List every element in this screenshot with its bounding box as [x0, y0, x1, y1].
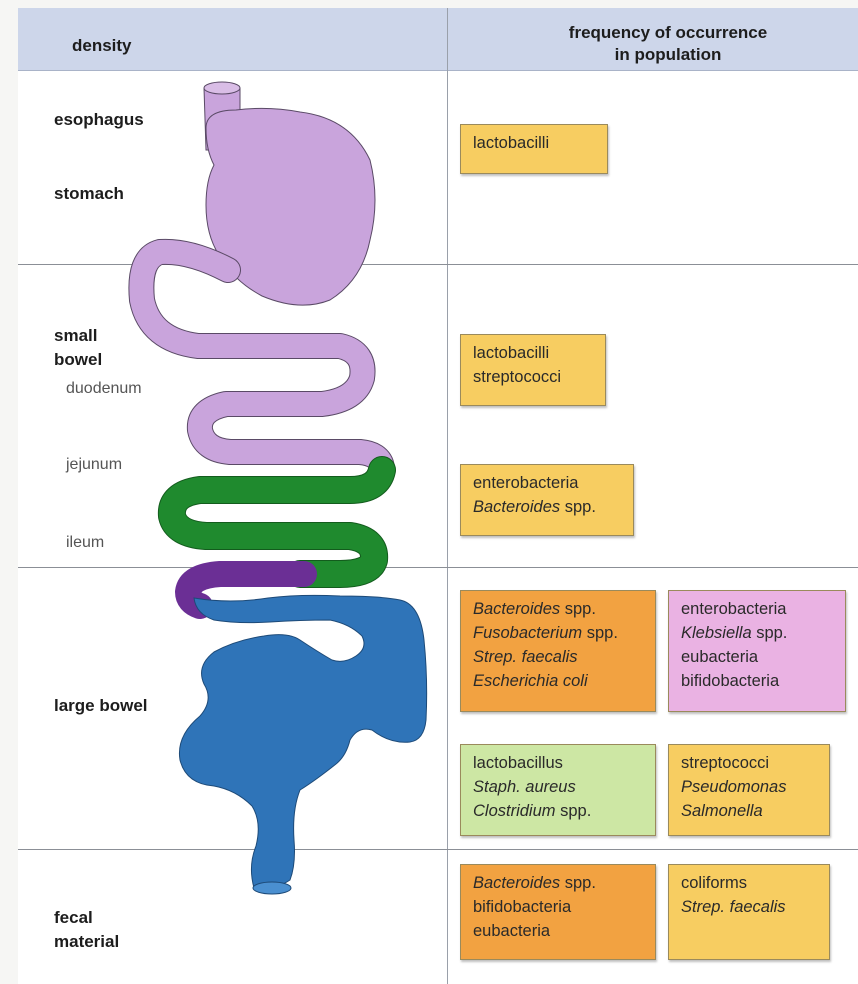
label-small-bowel: small bowel: [54, 324, 102, 372]
box-fecal-a-line1: Bacteroides spp.: [473, 871, 655, 895]
label-duodenum: duodenum: [66, 380, 142, 398]
box-large-a-line3: Strep. faecalis: [473, 645, 655, 669]
box-large-b-line4: bifidobacteria: [681, 669, 845, 693]
box-large-b-line2: Klebsiella spp.: [681, 621, 845, 645]
box-fecal-a-line1-rest: spp.: [560, 874, 596, 892]
label-small-bowel-line1: small: [54, 324, 102, 348]
box-fecal-b-line2: Strep. faecalis: [681, 895, 829, 919]
box-large-b-line2-italic: Klebsiella: [681, 624, 752, 642]
box-large-a-line1-rest: spp.: [560, 600, 596, 618]
box-large-bowel-b: enterobacteria Klebsiella spp. eubacteri…: [668, 590, 846, 712]
box-stomach-line1: lactobacilli: [473, 131, 607, 155]
box-large-bowel-c: lactobacillus Staph. aureus Clostridium …: [460, 744, 656, 836]
box-large-b-line2-rest: spp.: [752, 624, 788, 642]
box-large-a-line2-rest: spp.: [582, 624, 618, 642]
box-ileum-line2-italic: Bacteroides: [473, 498, 560, 516]
box-large-d-line3: Salmonella: [681, 799, 829, 823]
box-duodenum-line1: lactobacilli: [473, 341, 605, 365]
box-large-bowel-d: streptococci Pseudomonas Salmonella: [668, 744, 830, 836]
box-large-bowel-a: Bacteroides spp. Fusobacterium spp. Stre…: [460, 590, 656, 712]
box-large-b-line3: eubacteria: [681, 645, 845, 669]
box-large-a-line1-italic: Bacteroides: [473, 600, 560, 618]
box-fecal-a-line1-italic: Bacteroides: [473, 874, 560, 892]
label-esophagus: esophagus: [54, 108, 144, 132]
box-large-d-line1: streptococci: [681, 751, 829, 775]
box-fecal-a-line3: eubacteria: [473, 919, 655, 943]
box-ileum-line1: enterobacteria: [473, 471, 633, 495]
box-fecal-a: Bacteroides spp. bifidobacteria eubacter…: [460, 864, 656, 960]
box-ileum: enterobacteria Bacteroides spp.: [460, 464, 634, 536]
box-fecal-b-line1: coliforms: [681, 871, 829, 895]
label-fecal-line1: fecal: [54, 906, 119, 930]
box-fecal-b: coliforms Strep. faecalis: [668, 864, 830, 960]
box-large-a-line1: Bacteroides spp.: [473, 597, 655, 621]
box-ileum-line2-rest: spp.: [560, 498, 596, 516]
esophagus-opening: [204, 82, 240, 94]
box-fecal-a-line2: bifidobacteria: [473, 895, 655, 919]
label-fecal-material: fecal material: [54, 906, 119, 954]
label-ileum: ileum: [66, 534, 104, 552]
box-large-a-line2: Fusobacterium spp.: [473, 621, 655, 645]
label-stomach: stomach: [54, 182, 124, 206]
box-large-a-line4: Escherichia coli: [473, 669, 655, 693]
box-large-b-line1: enterobacteria: [681, 597, 845, 621]
box-duodenum: lactobacilli streptococci: [460, 334, 606, 406]
box-large-c-line3: Clostridium spp.: [473, 799, 655, 823]
rectum-opening: [253, 882, 291, 894]
label-small-bowel-line2: bowel: [54, 348, 102, 372]
box-large-c-line3-italic: Clostridium: [473, 802, 556, 820]
box-large-c-line3-rest: spp.: [556, 802, 592, 820]
box-duodenum-line2: streptococci: [473, 365, 605, 389]
box-large-a-line2-italic: Fusobacterium: [473, 624, 582, 642]
box-stomach: lactobacilli: [460, 124, 608, 174]
label-fecal-line2: material: [54, 930, 119, 954]
label-large-bowel: large bowel: [54, 694, 148, 718]
large-bowel-shape: [179, 595, 426, 889]
label-jejunum: jejunum: [66, 456, 122, 474]
box-large-c-line1: lactobacillus: [473, 751, 655, 775]
box-large-c-line2: Staph. aureus: [473, 775, 655, 799]
box-ileum-line2: Bacteroides spp.: [473, 495, 633, 519]
box-large-d-line2: Pseudomonas: [681, 775, 829, 799]
